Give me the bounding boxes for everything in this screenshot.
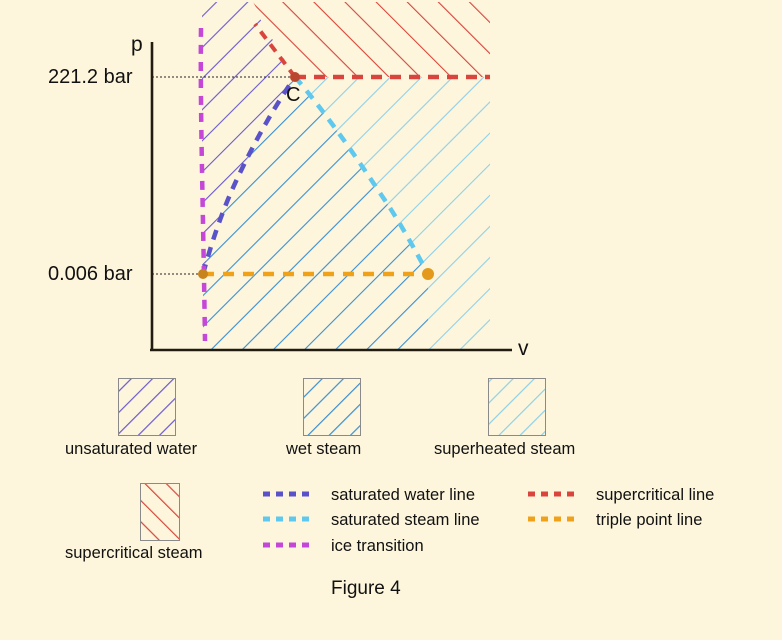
swatch-superheated-steam bbox=[488, 378, 546, 436]
region-wet-steam bbox=[203, 77, 428, 350]
figure-caption: Figure 4 bbox=[331, 578, 401, 599]
legend-label-supercritical-steam: supercritical steam bbox=[65, 544, 203, 562]
legend-label-supercritical-line: supercritical line bbox=[596, 486, 715, 504]
swatch-wet-steam-fill bbox=[303, 378, 361, 436]
swatch-supercritical-steam-fill bbox=[140, 483, 180, 541]
legend-label-ice-transition: ice transition bbox=[331, 537, 424, 555]
swatch-unsaturated-water-fill bbox=[118, 378, 176, 436]
legend-label-wet-steam: wet steam bbox=[286, 440, 362, 458]
legend-label-superheated-steam: superheated steam bbox=[434, 440, 576, 458]
region-unsaturated-water bbox=[202, 2, 295, 274]
x-axis-label: v bbox=[518, 337, 529, 360]
saturated-water-line bbox=[200, 75, 297, 275]
critical-point-marker bbox=[290, 72, 300, 82]
legend-label-triple-point-line: triple point line bbox=[596, 511, 703, 529]
swatch-supercritical-steam bbox=[140, 483, 180, 541]
critical-point-label: C bbox=[286, 84, 301, 106]
legend-label-saturated-steam-line: saturated steam line bbox=[331, 511, 480, 529]
swatch-unsaturated-water bbox=[118, 378, 176, 436]
legend-label-unsaturated-water: unsaturated water bbox=[65, 440, 198, 458]
ice-transition-line bbox=[198, 27, 208, 342]
swatch-superheated-steam-fill bbox=[488, 378, 546, 436]
y-axis-label: p bbox=[131, 33, 143, 56]
triple-point-right-marker bbox=[422, 268, 434, 280]
triple-point-left-marker bbox=[198, 269, 208, 279]
tick-label-critical-pressure: 221.2 bar bbox=[48, 66, 133, 88]
swatch-wet-steam bbox=[303, 378, 361, 436]
region-superheated-steam bbox=[295, 77, 490, 350]
region-supercritical-steam bbox=[253, 2, 490, 77]
legend-label-saturated-water-line: saturated water line bbox=[331, 486, 475, 504]
tick-label-triple-pressure: 0.006 bar bbox=[48, 263, 133, 285]
supercritical-line-left bbox=[253, 22, 297, 79]
saturated-steam-line bbox=[293, 75, 430, 276]
